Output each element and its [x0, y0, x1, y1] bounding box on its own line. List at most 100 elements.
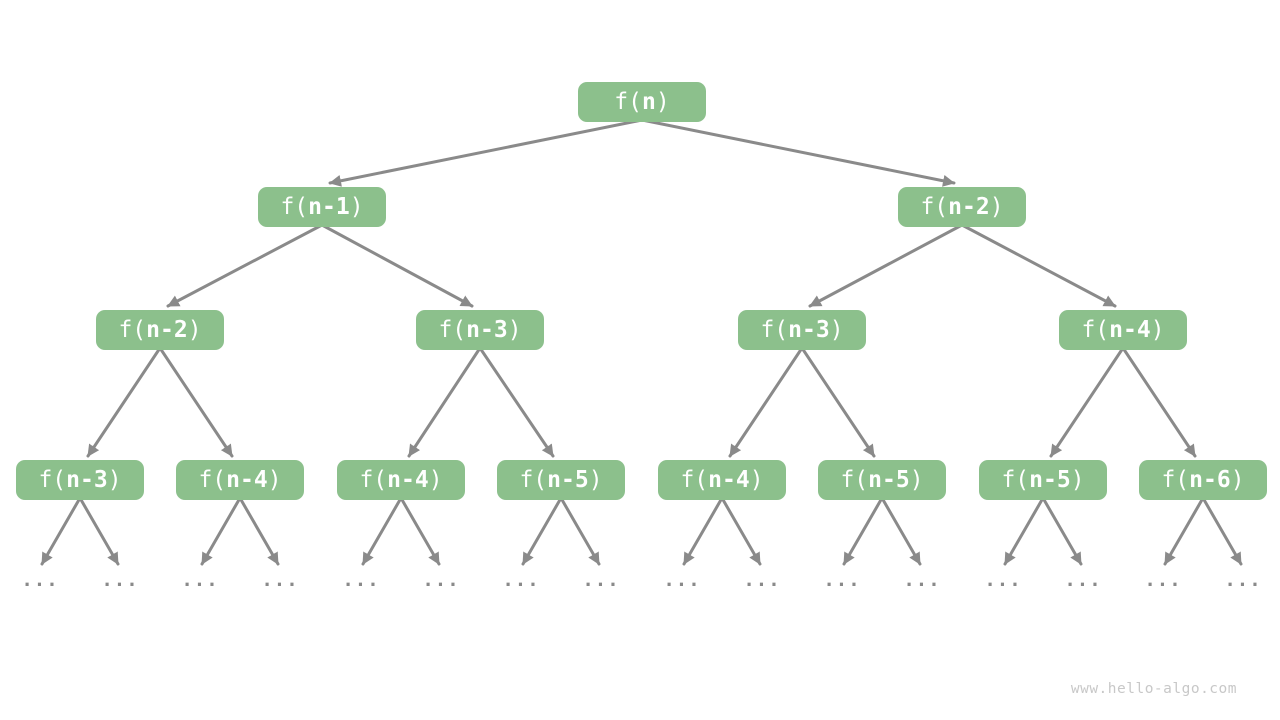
- node-label-post: ): [1230, 466, 1245, 493]
- node-label-post: ): [1070, 466, 1085, 493]
- node-label-pre: f(: [680, 466, 709, 493]
- edge-arrow: [720, 496, 762, 566]
- node-label-bold: n-2: [948, 193, 990, 220]
- edge-arrow: [1163, 496, 1205, 566]
- tree-node-root: f(n): [578, 82, 706, 122]
- node-label-post: ): [749, 466, 764, 493]
- watermark: www.hello-algo.com: [1070, 681, 1237, 697]
- edge-arrow: [399, 496, 441, 566]
- node-label-pre: f(: [1001, 466, 1030, 493]
- tree-node-c2: f(n-4): [176, 460, 304, 500]
- node-label-bold: n-6: [1189, 466, 1231, 493]
- tree-node-a2: f(n-2): [898, 187, 1026, 227]
- node-label-pre: f(: [920, 193, 949, 220]
- node-label-bold: n-4: [1109, 316, 1151, 343]
- tree-node-a1: f(n-1): [258, 187, 386, 227]
- edge-arrow: [78, 496, 120, 566]
- edge-arrow: [328, 118, 644, 187]
- node-label-post: ): [655, 88, 670, 115]
- node-label-pre: f(: [1081, 316, 1110, 343]
- edge-arrow: [478, 346, 555, 458]
- tree-node-b3: f(n-3): [738, 310, 866, 350]
- node-label-bold: n-3: [466, 316, 508, 343]
- node-label-bold: n-4: [226, 466, 268, 493]
- tree-node-c4: f(n-5): [497, 460, 625, 500]
- tree-node-b4: f(n-4): [1059, 310, 1187, 350]
- edge-arrow: [361, 496, 403, 566]
- tree-node-c6: f(n-5): [818, 460, 946, 500]
- node-label-post: ): [829, 316, 844, 343]
- edge-arrow: [880, 496, 922, 566]
- node-label-bold: n-4: [708, 466, 750, 493]
- node-label-bold: n-3: [66, 466, 108, 493]
- ellipsis: ...: [21, 569, 59, 592]
- ellipsis: ...: [582, 569, 620, 592]
- ellipsis: ...: [823, 569, 861, 592]
- edge-arrow: [808, 223, 964, 308]
- ellipsis: ...: [903, 569, 941, 592]
- node-label-post: ): [507, 316, 522, 343]
- ellipsis: ...: [422, 569, 460, 592]
- node-label-post: ): [989, 193, 1004, 220]
- node-label-post: ): [909, 466, 924, 493]
- edge-arrow: [559, 496, 601, 566]
- ellipsis: ...: [181, 569, 219, 592]
- node-label-bold: n: [641, 88, 656, 115]
- edge-arrow: [200, 496, 242, 566]
- node-label-pre: f(: [198, 466, 227, 493]
- node-label-post: ): [428, 466, 443, 493]
- edge-arrow: [682, 496, 724, 566]
- node-label-pre: f(: [359, 466, 388, 493]
- node-label-pre: f(: [519, 466, 548, 493]
- edge-arrow: [728, 346, 804, 458]
- edge-arrow: [40, 496, 82, 566]
- node-label-bold: n-5: [868, 466, 910, 493]
- node-label-bold: n-3: [788, 316, 830, 343]
- node-label-pre: f(: [280, 193, 309, 220]
- edge-arrow: [1003, 496, 1045, 566]
- ellipsis: ...: [1064, 569, 1102, 592]
- node-label-bold: n-5: [547, 466, 589, 493]
- edge-arrow: [86, 346, 162, 458]
- node-label-post: ): [187, 316, 202, 343]
- edge-arrow: [166, 223, 324, 308]
- tree-node-c1: f(n-3): [16, 460, 144, 500]
- tree-node-c7: f(n-5): [979, 460, 1107, 500]
- node-label-post: ): [349, 193, 364, 220]
- edge-arrow: [320, 223, 474, 308]
- node-label-post: ): [1150, 316, 1165, 343]
- ellipsis: ...: [342, 569, 380, 592]
- node-label-post: ): [267, 466, 282, 493]
- ellipsis: ...: [663, 569, 701, 592]
- edge-arrow: [238, 496, 280, 566]
- node-label-pre: f(: [118, 316, 147, 343]
- ellipsis: ...: [261, 569, 299, 592]
- tree-node-b1: f(n-2): [96, 310, 224, 350]
- node-label-pre: f(: [1161, 466, 1190, 493]
- node-label-post: ): [588, 466, 603, 493]
- node-label-pre: f(: [760, 316, 789, 343]
- tree-node-c5: f(n-4): [658, 460, 786, 500]
- node-label-post: ): [107, 466, 122, 493]
- edge-arrow: [800, 346, 876, 458]
- node-label-pre: f(: [840, 466, 869, 493]
- ellipsis: ...: [1224, 569, 1262, 592]
- node-label-bold: n-5: [1029, 466, 1071, 493]
- node-label-pre: f(: [438, 316, 467, 343]
- node-label-pre: f(: [614, 88, 642, 115]
- edge-arrow: [1201, 496, 1243, 566]
- tree-node-b2: f(n-3): [416, 310, 544, 350]
- ellipsis: ...: [984, 569, 1022, 592]
- tree-node-c3: f(n-4): [337, 460, 465, 500]
- node-label-pre: f(: [38, 466, 67, 493]
- node-label-bold: n-1: [308, 193, 350, 220]
- ellipsis: ...: [1144, 569, 1182, 592]
- edge-arrow: [1041, 496, 1083, 566]
- node-label-bold: n-4: [387, 466, 429, 493]
- tree-node-c8: f(n-6): [1139, 460, 1267, 500]
- edge-arrow: [842, 496, 884, 566]
- edge-arrow: [1049, 346, 1125, 458]
- edge-arrow: [960, 223, 1117, 308]
